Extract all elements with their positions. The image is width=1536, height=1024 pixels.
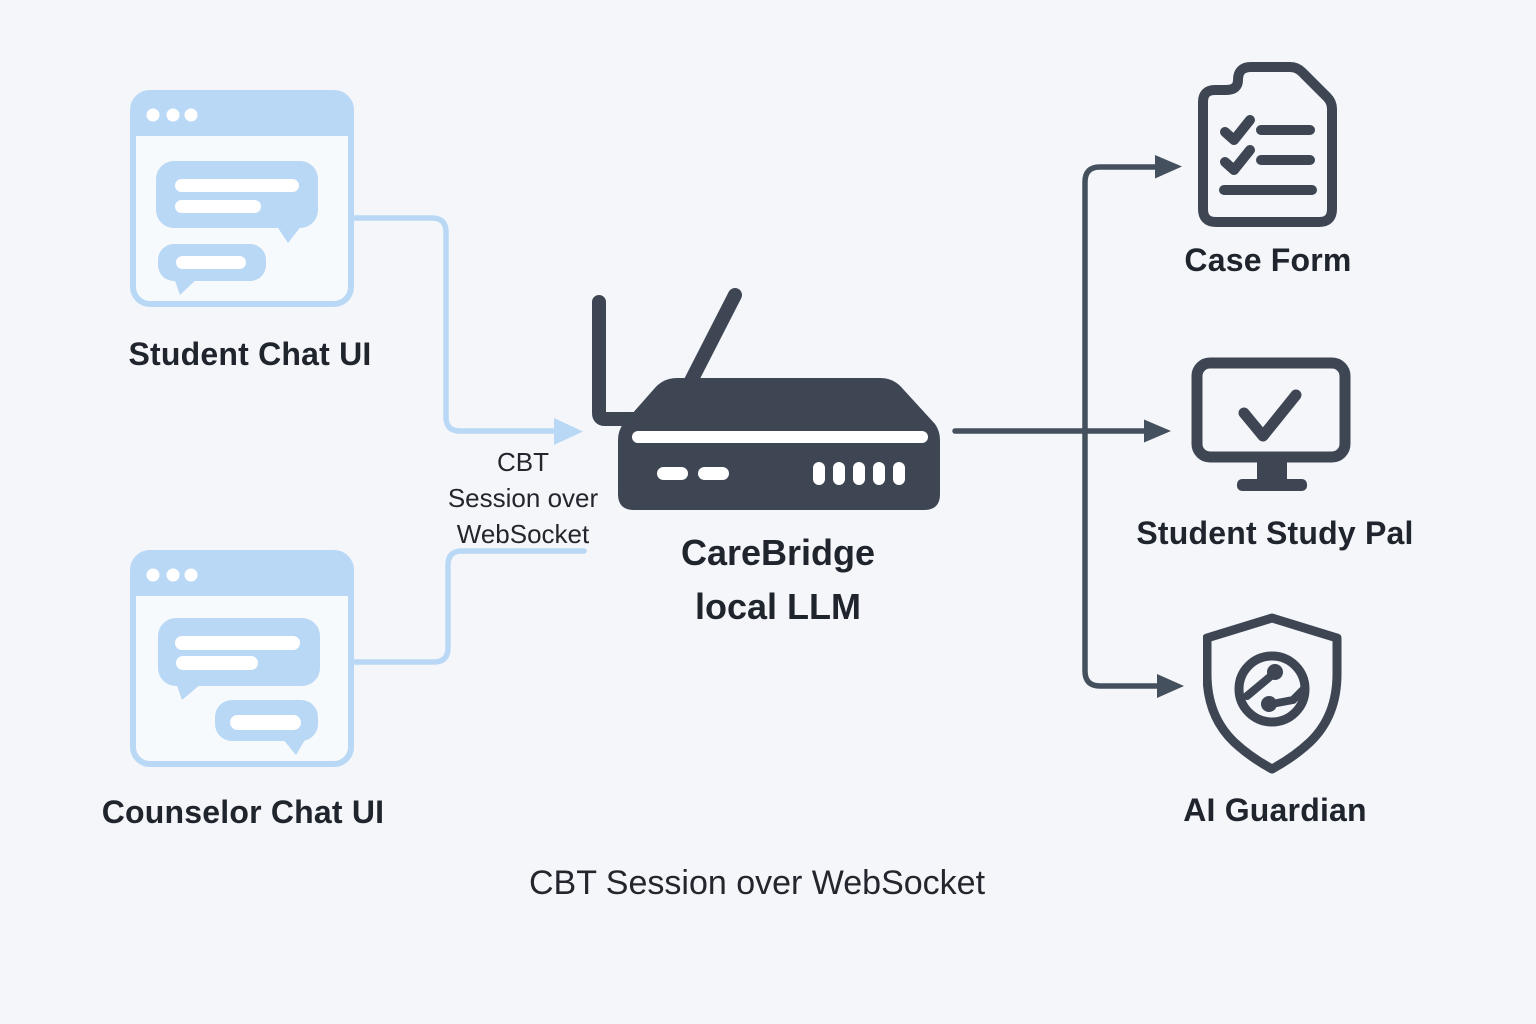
study-pal-label: Student Study Pal xyxy=(1136,515,1414,551)
llm-label: CareBridge local LLM xyxy=(680,532,876,627)
websocket-edge-label: CBT Session over WebSocket xyxy=(447,447,599,549)
student-to-llm-arrow xyxy=(351,215,583,445)
guardian-label: AI Guardian xyxy=(1183,792,1367,828)
llm-to-study-pal-arrow xyxy=(952,419,1171,443)
llm-to-guardian-arrow xyxy=(1082,430,1184,698)
browser-chat-icon xyxy=(130,90,354,307)
counselor-chat-label: Counselor Chat UI xyxy=(101,794,385,830)
shield-gauge-icon xyxy=(1203,613,1342,774)
student-chat-label: Student Chat UI xyxy=(128,336,372,372)
document-checklist-icon xyxy=(1198,62,1337,227)
wifi-router-icon xyxy=(592,288,940,510)
browser-chat-icon xyxy=(130,550,354,767)
monitor-check-icon xyxy=(1191,357,1351,491)
counselor-to-llm-arrow xyxy=(351,548,587,665)
llm-to-case-form-arrow xyxy=(1082,155,1182,432)
diagram-caption: CBT Session over WebSocket xyxy=(528,864,986,902)
case-form-label: Case Form xyxy=(1184,242,1352,278)
